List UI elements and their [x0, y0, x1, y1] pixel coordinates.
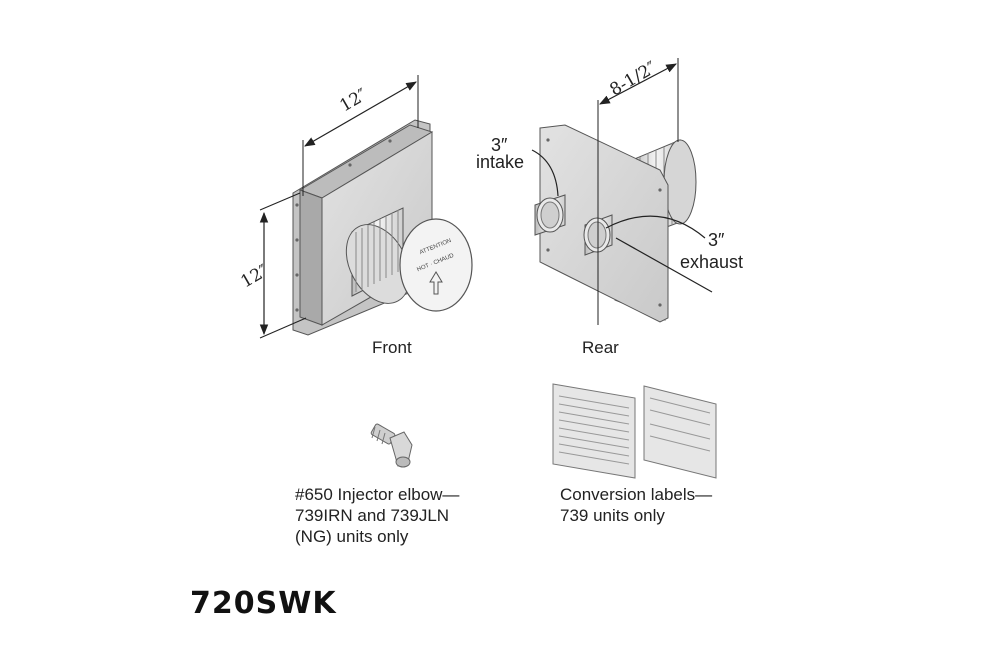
- exhaust-label: exhaust: [680, 252, 743, 272]
- exhaust-callout: 3″ exhaust: [605, 215, 743, 293]
- model-name: 720SWK: [190, 586, 337, 621]
- labels-caption-line1: Conversion labels—: [560, 485, 713, 504]
- front-box-side: [299, 189, 323, 326]
- conversion-labels-illustration: [552, 383, 717, 479]
- rear-depth-label: 8-1/2″: [607, 58, 661, 100]
- elbow-caption-line1: #650 Injector elbow—: [295, 485, 460, 504]
- rear-vent-unit: [534, 124, 697, 323]
- rear-plate-screws: [546, 138, 662, 307]
- intake-size-label: 3″: [491, 135, 508, 155]
- rear-view-caption: Rear: [582, 338, 619, 357]
- exhaust-size-label: 3″: [708, 230, 725, 250]
- intake-pipe: [534, 194, 566, 236]
- front-vent-cylinder: ATTENTION HOT · CHAUD: [345, 207, 473, 312]
- front-view-caption: Front: [372, 338, 412, 357]
- front-vent-unit: ATTENTION HOT · CHAUD: [292, 119, 473, 336]
- intake-callout: 3″ intake: [476, 135, 559, 197]
- up-arrow-icon: [429, 271, 443, 295]
- front-vent-cap: [399, 218, 473, 312]
- front-height-label: 12″: [238, 261, 272, 292]
- elbow-caption-line2: 739IRN and 739JLN: [295, 506, 450, 525]
- intake-label: intake: [476, 152, 524, 172]
- labels-caption-line2: 739 units only: [560, 506, 665, 525]
- injector-elbow-illustration: [370, 423, 413, 468]
- elbow-caption-line3: (NG) units only: [295, 527, 409, 546]
- exhaust-pipe: [583, 214, 613, 256]
